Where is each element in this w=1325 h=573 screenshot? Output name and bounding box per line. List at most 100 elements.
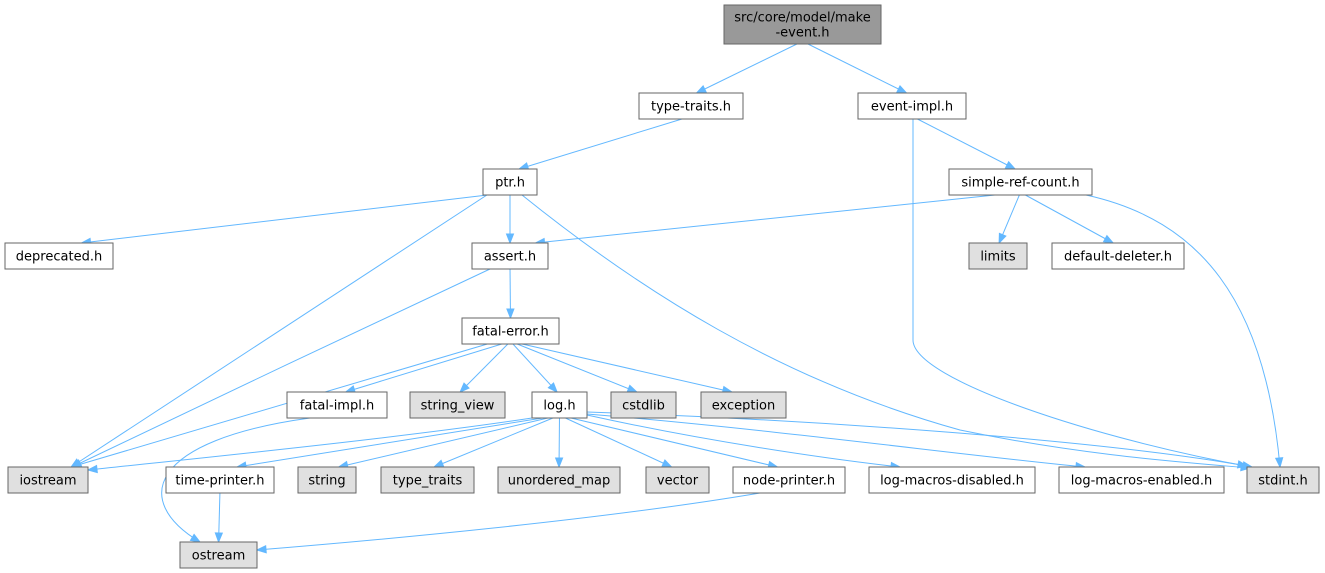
node-ptr[interactable]: ptr.h (482, 168, 538, 196)
node-box-unordered_map (497, 466, 621, 494)
edge-log-to-vector (565, 417, 672, 468)
edge-simple-ref-count-to-limits-arrowhead (998, 232, 1007, 245)
node-box-stdint (1246, 466, 1320, 494)
node-label-deprecated: deprecated.h (16, 250, 102, 265)
edge-log-to-unordered_map-arrowhead (554, 457, 564, 469)
edge-fatal-error-to-string_view-arrowhead (459, 382, 470, 393)
node-log-macros-enabled[interactable]: log-macros-enabled.h (1058, 466, 1225, 494)
node-box-log-macros-disabled (868, 466, 1036, 494)
edge-simple-ref-count-to-default-deleter-arrowhead (1102, 234, 1115, 244)
edge-simple-ref-count-to-stdint (1085, 194, 1281, 468)
node-label-default-deleter: default-deleter.h (1064, 250, 1172, 265)
node-box-string_view (409, 391, 506, 419)
node-log-macros-disabled[interactable]: log-macros-disabled.h (868, 466, 1036, 494)
edges-layer (69, 43, 1284, 554)
node-box-fatal-impl (286, 391, 388, 419)
node-simple-ref-count[interactable]: simple-ref-count.h (948, 168, 1093, 196)
nodes-layer: src/core/model/make-event.h type-traits.h… (4, 4, 1320, 569)
edge-ptr-to-assert-arrowhead (505, 233, 515, 245)
node-box-node-printer (732, 466, 846, 494)
node-box-simple-ref-count (948, 168, 1093, 196)
edge-make-event-to-event-impl (807, 43, 907, 94)
node-type-traits[interactable]: type-traits.h (638, 92, 744, 120)
node-label-time-printer: time-printer.h (175, 474, 264, 489)
node-make-event[interactable]: src/core/model/make-event.h (723, 4, 882, 45)
node-deprecated[interactable]: deprecated.h (4, 242, 114, 270)
edge-log-to-vector-arrowhead (661, 459, 673, 468)
edge-node-printer-to-ostream-arrowhead (255, 545, 267, 554)
edge-assert-to-iostream (71, 268, 491, 468)
node-label-node-printer: node-printer.h (743, 474, 835, 489)
node-label-iostream: iostream (19, 474, 76, 489)
node-box-fatal-error (461, 317, 560, 345)
node-ostream: ostream (179, 541, 258, 569)
node-box-log-macros-enabled (1058, 466, 1225, 494)
node-box-assert (471, 242, 549, 270)
node-node-printer[interactable]: node-printer.h (732, 466, 846, 494)
node-label-vector: vector (657, 474, 699, 489)
edge-time-printer-to-ostream-arrowhead (214, 532, 224, 544)
node-box-default-deleter (1051, 242, 1185, 270)
node-box-time-printer (165, 466, 275, 494)
node-label-ostream: ostream (192, 549, 246, 564)
node-fatal-impl[interactable]: fatal-impl.h (286, 391, 388, 419)
node-exception: exception (700, 391, 787, 419)
edge-log-to-log-macros-disabled (586, 414, 901, 468)
node-label-limits: limits (980, 250, 1016, 265)
node-box-event-impl (857, 92, 967, 120)
node-log[interactable]: log.h (531, 391, 588, 419)
edge-ptr-to-iostream (70, 194, 488, 468)
node-box-vector (645, 466, 710, 494)
node-label-event-impl: event-impl.h (871, 100, 953, 115)
edge-simple-ref-count-to-stdint-arrowhead (1274, 457, 1284, 469)
edge-node-printer-to-ostream (256, 492, 761, 551)
node-fatal-error[interactable]: fatal-error.h (461, 317, 560, 345)
edge-simple-ref-count-to-assert (535, 194, 996, 244)
node-stdint: stdint.h (1246, 466, 1320, 494)
node-box-limits (968, 242, 1028, 270)
node-box-type_traits (380, 466, 475, 494)
node-label-stdint: stdint.h (1258, 474, 1307, 489)
edge-log-to-stdint (586, 411, 1248, 467)
edge-fatal-error-to-cstdlib-arrowhead (626, 384, 639, 393)
edge-type-traits-to-ptr (518, 118, 683, 170)
node-box-type-traits (638, 92, 744, 120)
node-limits: limits (968, 242, 1028, 270)
node-type_traits: type_traits (380, 466, 475, 494)
edge-event-impl-to-simple-ref-count-arrowhead (1004, 160, 1017, 170)
node-default-deleter[interactable]: default-deleter.h (1051, 242, 1185, 270)
edge-ptr-to-stdint (521, 194, 1251, 469)
node-event-impl[interactable]: event-impl.h (857, 92, 967, 120)
edge-fatal-error-to-cstdlib (516, 343, 638, 393)
node-label-log-macros-enabled: log-macros-enabled.h (1071, 474, 1212, 489)
node-time-printer[interactable]: time-printer.h (165, 466, 275, 494)
edge-assert-to-fatal-error-arrowhead (506, 308, 515, 320)
node-box-ostream (179, 541, 258, 569)
edge-log-to-type_traits-arrowhead (432, 459, 445, 468)
node-box-iostream (7, 466, 89, 494)
edge-log-to-stdint-arrowhead (1236, 460, 1249, 469)
node-box-make-event (723, 4, 882, 45)
edge-ptr-to-deprecated (81, 194, 488, 244)
node-string_view: string_view (409, 391, 506, 419)
edge-log-to-type_traits (433, 417, 554, 468)
edge-make-event-to-event-impl-arrowhead (896, 84, 908, 94)
edge-log-to-iostream (87, 417, 533, 471)
node-label-assert: assert.h (484, 250, 536, 265)
node-box-log (531, 391, 588, 419)
node-label-make-event: -event.h (775, 26, 829, 41)
node-assert[interactable]: assert.h (471, 242, 549, 270)
edge-log-to-node-printer (570, 417, 778, 468)
node-iostream: iostream (7, 466, 89, 494)
node-label-fatal-error: fatal-error.h (472, 325, 549, 340)
node-label-log: log.h (543, 399, 575, 414)
node-cstdlib: cstdlib (610, 391, 677, 419)
edge-event-impl-to-stdint (912, 119, 1253, 468)
edge-simple-ref-count-to-default-deleter (1025, 194, 1114, 244)
node-label-string: string (308, 474, 345, 489)
node-label-unordered_map: unordered_map (508, 474, 611, 489)
node-label-exception: exception (712, 399, 776, 414)
edge-make-event-to-type-traits-arrowhead (695, 85, 707, 94)
edge-fatal-impl-to-ostream-arrowhead (189, 533, 202, 543)
